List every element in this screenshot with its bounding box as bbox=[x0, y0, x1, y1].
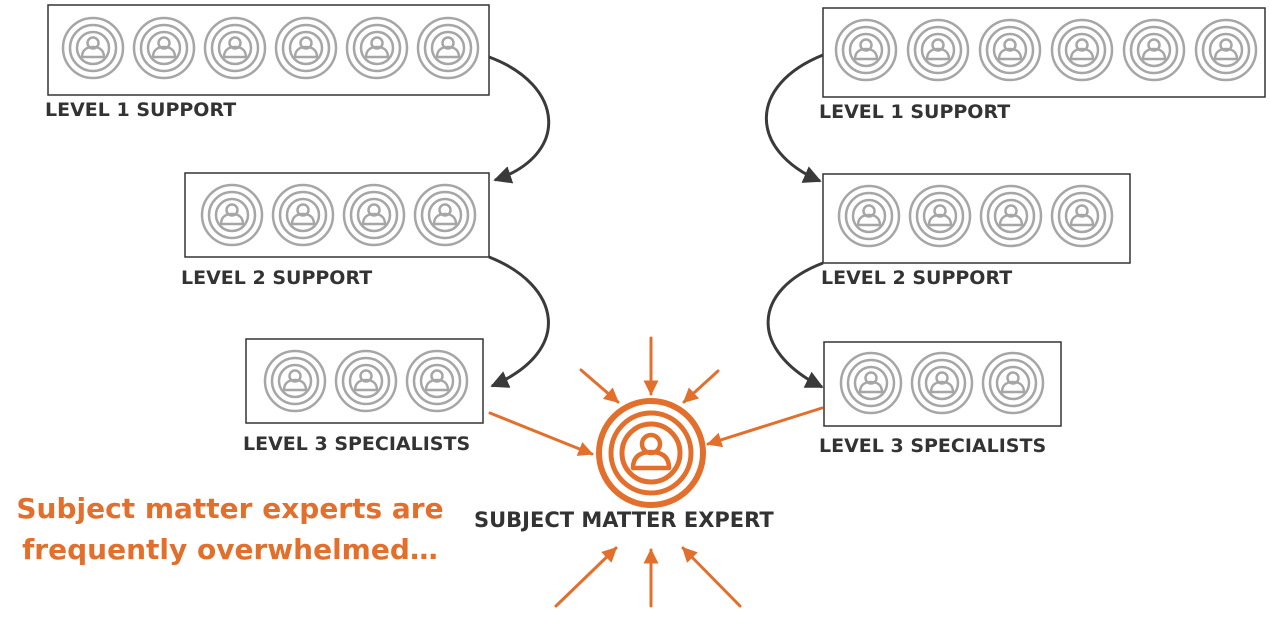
person-icon bbox=[908, 184, 972, 248]
person-icon bbox=[405, 349, 469, 413]
caption-line-1: Subject matter experts are bbox=[16, 492, 444, 525]
pressure-arrow bbox=[579, 368, 620, 404]
person-icon bbox=[978, 18, 1042, 82]
right-tier-2-box bbox=[822, 173, 1131, 264]
pressure-arrow bbox=[488, 411, 594, 456]
caption-line-2: frequently overwhelmed… bbox=[22, 533, 438, 566]
pressure-arrows bbox=[488, 336, 824, 608]
right-tier-1-people bbox=[834, 18, 1258, 82]
person-icon bbox=[837, 184, 901, 248]
person-icon bbox=[979, 184, 1043, 248]
expert-label: SUBJECT MATTER EXPERT bbox=[474, 508, 774, 532]
pressure-arrow bbox=[554, 546, 618, 608]
pressure-arrow bbox=[681, 546, 742, 608]
overwhelmed-caption: Subject matter experts are frequently ov… bbox=[0, 488, 460, 570]
left-escalation-arrow-2 bbox=[488, 255, 550, 388]
person-icon bbox=[413, 183, 477, 247]
person-icon bbox=[416, 16, 480, 80]
right-tier-3-people bbox=[839, 351, 1045, 415]
right-escalation-arrow-1 bbox=[765, 53, 824, 183]
left-tier-3-people bbox=[263, 349, 469, 413]
person-icon bbox=[1194, 18, 1258, 82]
right-tier-1-label: LEVEL 1 SUPPORT bbox=[819, 101, 1010, 123]
person-icon bbox=[263, 349, 327, 413]
left-tier-1-label: LEVEL 1 SUPPORT bbox=[45, 99, 236, 121]
left-tier-2-label: LEVEL 2 SUPPORT bbox=[181, 267, 372, 289]
person-icon bbox=[200, 183, 264, 247]
right-tier-2-label: LEVEL 2 SUPPORT bbox=[821, 267, 1012, 289]
left-tier-2-people bbox=[200, 183, 477, 247]
pressure-arrow bbox=[706, 406, 824, 448]
right-escalation-arrow-2 bbox=[766, 261, 824, 389]
person-target-icon bbox=[596, 398, 706, 508]
person-icon bbox=[345, 16, 409, 80]
person-icon bbox=[61, 16, 125, 80]
person-icon bbox=[342, 183, 406, 247]
right-tier-2-people bbox=[837, 184, 1114, 248]
person-icon bbox=[1122, 18, 1186, 82]
person-icon bbox=[132, 16, 196, 80]
person-icon bbox=[334, 349, 398, 413]
person-icon bbox=[839, 351, 903, 415]
left-escalation-arrow-1 bbox=[488, 55, 551, 184]
person-icon bbox=[834, 18, 898, 82]
right-tier-3-label: LEVEL 3 SPECIALISTS bbox=[819, 435, 1046, 457]
person-icon bbox=[271, 183, 335, 247]
person-icon bbox=[906, 18, 970, 82]
left-tier-1-people bbox=[61, 16, 480, 80]
person-icon bbox=[910, 351, 974, 415]
person-icon bbox=[1050, 18, 1114, 82]
person-icon bbox=[1050, 184, 1114, 248]
person-icon bbox=[274, 16, 338, 80]
person-icon bbox=[981, 351, 1045, 415]
person-icon bbox=[203, 16, 267, 80]
left-tier-1-box bbox=[47, 4, 490, 96]
pressure-arrow bbox=[682, 369, 720, 404]
left-tier-3-label: LEVEL 3 SPECIALISTS bbox=[243, 433, 470, 455]
